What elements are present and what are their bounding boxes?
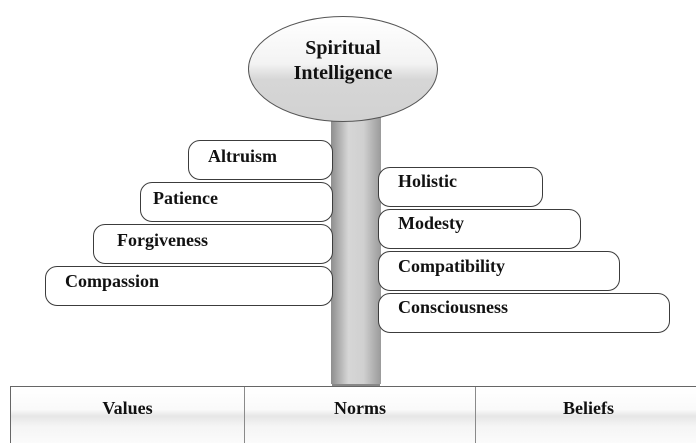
label-consciousness: Consciousness (398, 297, 509, 317)
label-compatibility: Compatibility (398, 256, 506, 276)
bar-forgiveness (93, 224, 333, 264)
label-modesty: Modesty (398, 213, 464, 233)
foundation-label-beliefs: Beliefs (563, 398, 614, 418)
bar-holistic (378, 167, 543, 207)
foundation-label-values: Values (102, 398, 153, 418)
spiritual-intelligence-dome (248, 16, 438, 122)
foundation-table: Values Norms Beliefs (10, 386, 696, 443)
foundation-label-norms: Norms (334, 398, 386, 418)
foundation-cell-beliefs: Beliefs (476, 387, 696, 443)
foundation-cell-values: Values (11, 387, 245, 443)
label-holistic: Holistic (398, 171, 457, 191)
label-patience: Patience (153, 188, 218, 208)
bar-compatibility (378, 251, 620, 291)
dome-title-line-1: Spiritual (305, 37, 381, 59)
label-altruism: Altruism (208, 146, 277, 166)
central-pillar (331, 92, 381, 384)
label-forgiveness: Forgiveness (117, 230, 208, 250)
bar-consciousness (378, 293, 670, 333)
bar-modesty (378, 209, 581, 249)
dome-title-line-2: Intelligence (293, 62, 393, 84)
bar-compassion (45, 266, 333, 306)
label-compassion: Compassion (65, 271, 160, 291)
bar-altruism (188, 140, 333, 180)
foundation-cell-norms: Norms (245, 387, 476, 443)
bar-patience (140, 182, 333, 222)
dome-title: Spiritual Intelligence (258, 36, 428, 86)
